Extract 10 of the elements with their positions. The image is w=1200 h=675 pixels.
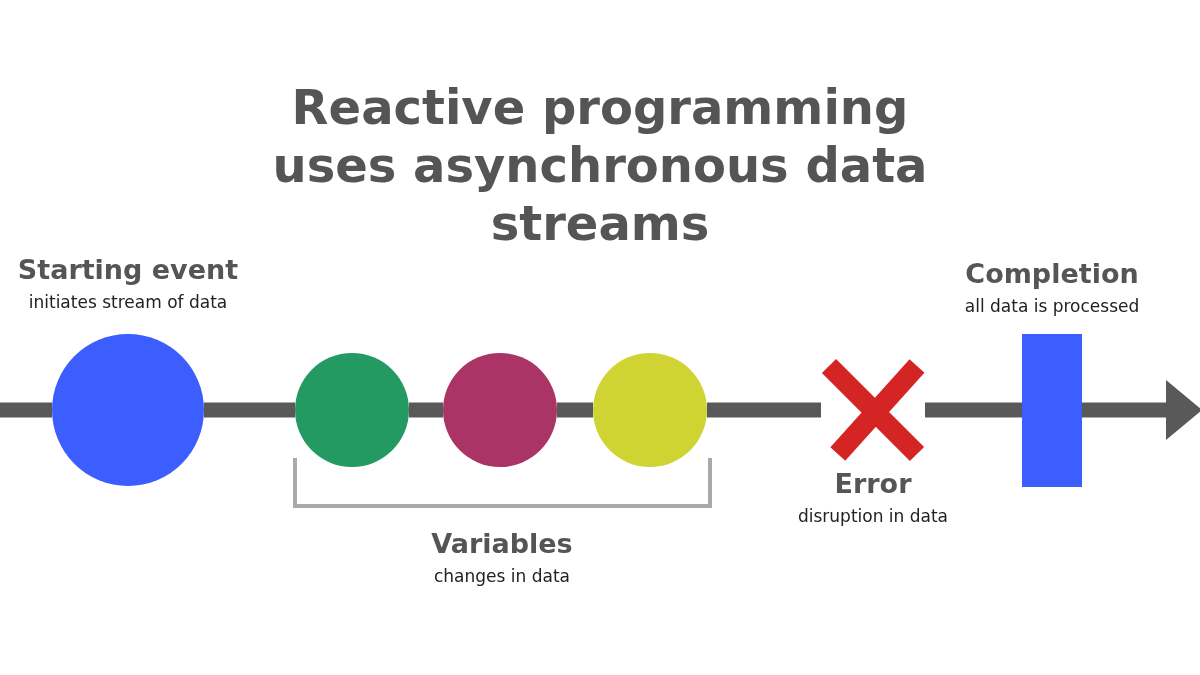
title: Reactive programming uses asynchronous data streams: [271, 78, 929, 252]
group-description: changes in data: [433, 566, 571, 586]
heading: Completion: [964, 258, 1140, 289]
description: all data is processed: [963, 296, 1141, 316]
heading: Starting event: [16, 254, 240, 285]
description: disruption in data: [796, 506, 950, 526]
group-label: Variables: [430, 528, 574, 559]
heading: Error: [833, 468, 913, 499]
description: initiates stream of data: [27, 292, 229, 312]
timeline-arrow: [1082, 380, 1200, 440]
